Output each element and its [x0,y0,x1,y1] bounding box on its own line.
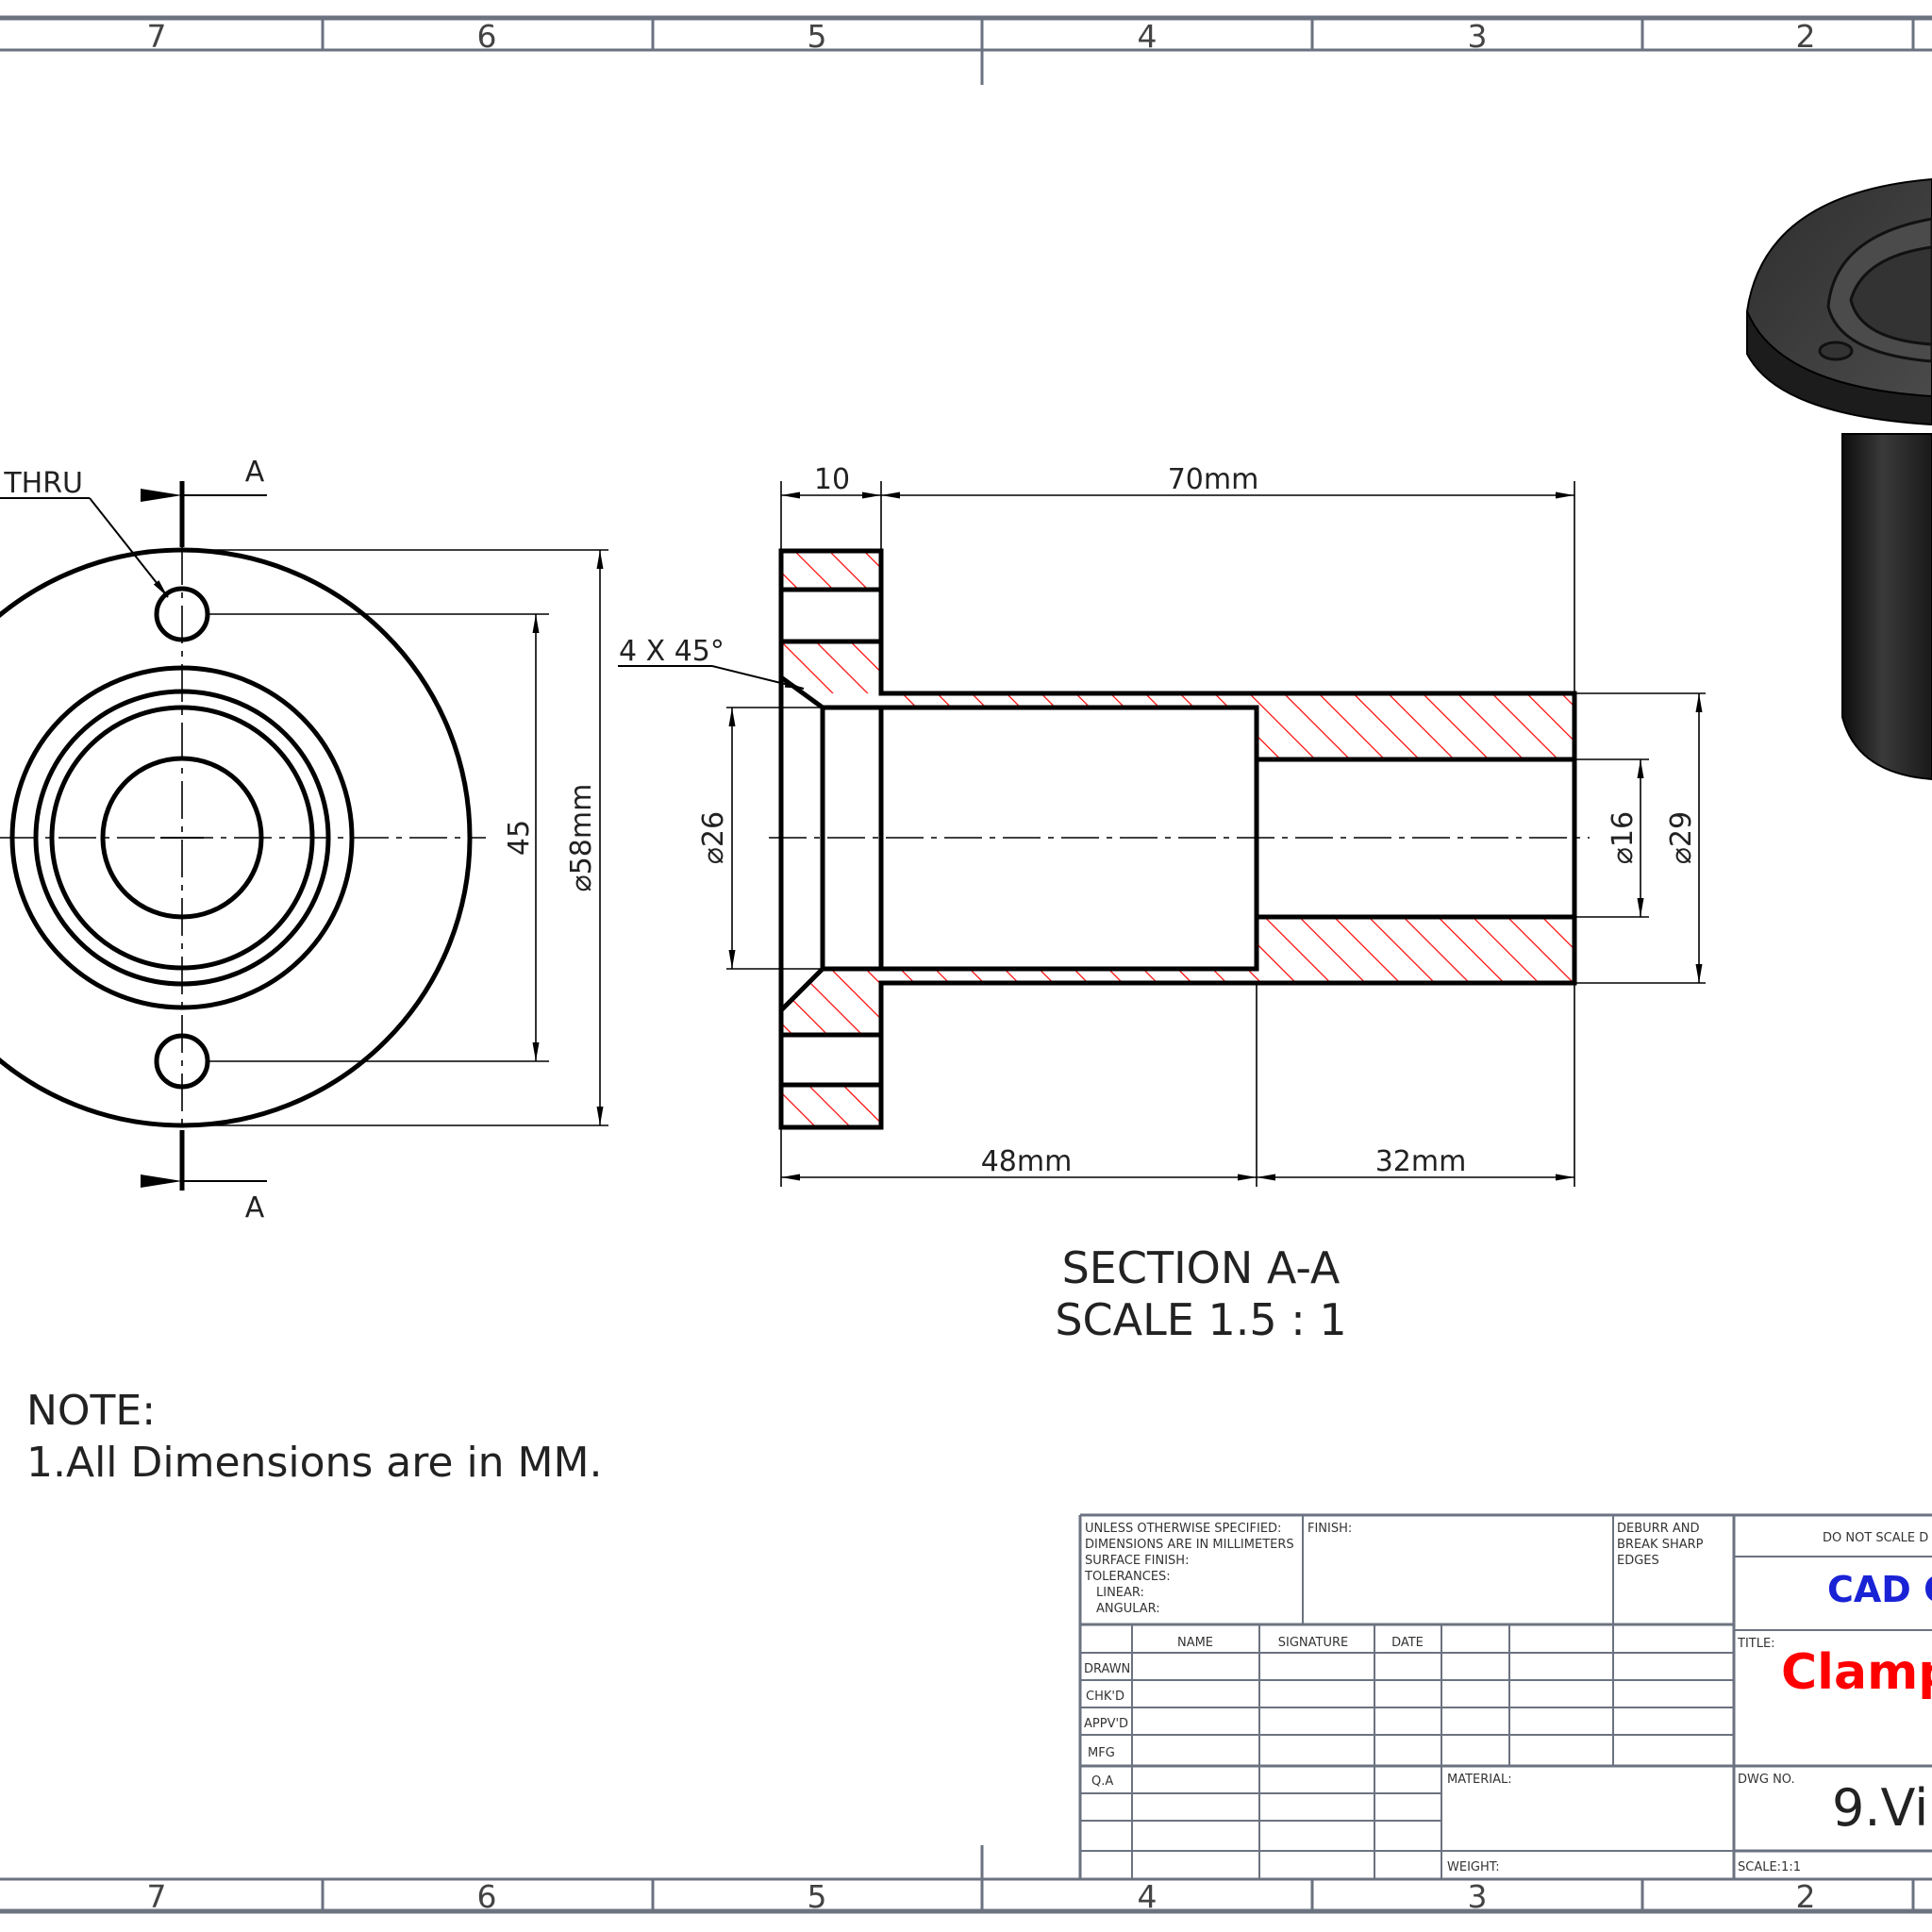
col-header-date: DATE [1391,1636,1424,1650]
dim-32-text: 32mm [1375,1145,1467,1178]
zone-label: 4 [1138,18,1158,55]
dia-16-text: ⌀16 [1607,811,1640,864]
spec-line: DIMENSIONS ARE IN MILLIMETERS [1085,1538,1294,1552]
spec-line: ANGULAR: [1096,1602,1160,1616]
dia-29-text: ⌀29 [1665,811,1698,864]
material-label: MATERIAL: [1447,1773,1512,1787]
row-label-approved: APPV'D [1084,1717,1128,1731]
zone-label: 3 [1468,18,1488,55]
spec-line: TOLERANCES: [1084,1570,1171,1584]
dwg-no-label: DWG NO. [1738,1773,1795,1787]
row-label-drawn: DRAWN [1084,1662,1130,1676]
zone-label: 6 [477,1878,497,1915]
section-scale: SCALE 1.5 : 1 [1055,1294,1346,1345]
zone-label: 3 [1468,1878,1488,1915]
weight-label: WEIGHT: [1447,1860,1500,1874]
dwg-no-value: 9.Vi [1832,1778,1928,1838]
callout-leader [89,497,169,598]
zone-label: 7 [147,1878,167,1915]
front-view: A A THRU 45 ⌀58mm [0,456,608,1224]
finish-label: FINISH: [1307,1522,1352,1536]
section-title: SECTION A-A [1062,1242,1341,1293]
zone-label: 2 [1796,18,1816,55]
deburr-line: BREAK SHARP [1617,1538,1704,1552]
row-label-checked: CHK'D [1086,1690,1124,1704]
zone-label: 5 [808,18,827,55]
deburr-line: EDGES [1617,1554,1659,1568]
company-name: CAD C [1827,1569,1932,1610]
scale-label: SCALE:1:1 [1738,1860,1801,1874]
deburr-line: DEBURR AND [1617,1522,1699,1536]
zone-label: 5 [808,1878,827,1915]
border-frame [0,15,1932,1914]
section-hatching [781,551,1574,1127]
isometric-3d-view [1745,177,1932,781]
spec-line: UNLESS OTHERWISE SPECIFIED: [1085,1522,1281,1536]
dim-10-text: 10 [814,463,850,496]
dim-70-text: 70mm [1168,463,1259,496]
row-label-qa: Q.A [1091,1774,1113,1789]
notes-line-1: 1.All Dimensions are in MM. [26,1439,602,1487]
zone-label: 6 [477,18,497,55]
chamfer-leader [711,665,805,690]
section-letter-bottom: A [245,1191,265,1224]
zone-label: 2 [1796,1878,1816,1915]
spec-line: LINEAR: [1096,1586,1144,1600]
zone-labels-bottom: 7 6 5 4 3 2 [147,1878,1816,1915]
hole-callout-text: THRU [3,467,83,500]
zone-label: 7 [147,18,167,55]
chamfer-text: 4 X 45° [619,635,724,668]
spec-line: SURFACE FINISH: [1085,1554,1189,1568]
col-header-name: NAME [1177,1636,1213,1650]
drawing-title: Clamp [1781,1644,1932,1701]
notes-heading: NOTE: [26,1387,156,1435]
dim-58-text: ⌀58mm [565,784,598,892]
dia-26-text: ⌀26 [697,811,730,864]
row-label-mfg: MFG [1088,1746,1115,1760]
dim-45-text: 45 [503,820,536,856]
section-outline [778,548,1577,1130]
title-block: UNLESS OTHERWISE SPECIFIED: DIMENSIONS A… [1078,1513,1932,1879]
do-not-scale: DO NOT SCALE D [1823,1531,1928,1545]
title-label: TITLE: [1737,1637,1775,1651]
zone-label: 4 [1138,1878,1158,1915]
notes: NOTE: 1.All Dimensions are in MM. [26,1387,602,1487]
zone-labels-top: 7 6 5 4 3 2 [147,18,1816,55]
col-header-signature: SIGNATURE [1278,1636,1348,1650]
section-view: 10 70mm 48mm 32mm 4 X 45° ⌀26 ⌀16 ⌀29 SE… [618,463,1706,1345]
section-letter-top: A [245,456,265,489]
dim-48-text: 48mm [981,1145,1073,1178]
